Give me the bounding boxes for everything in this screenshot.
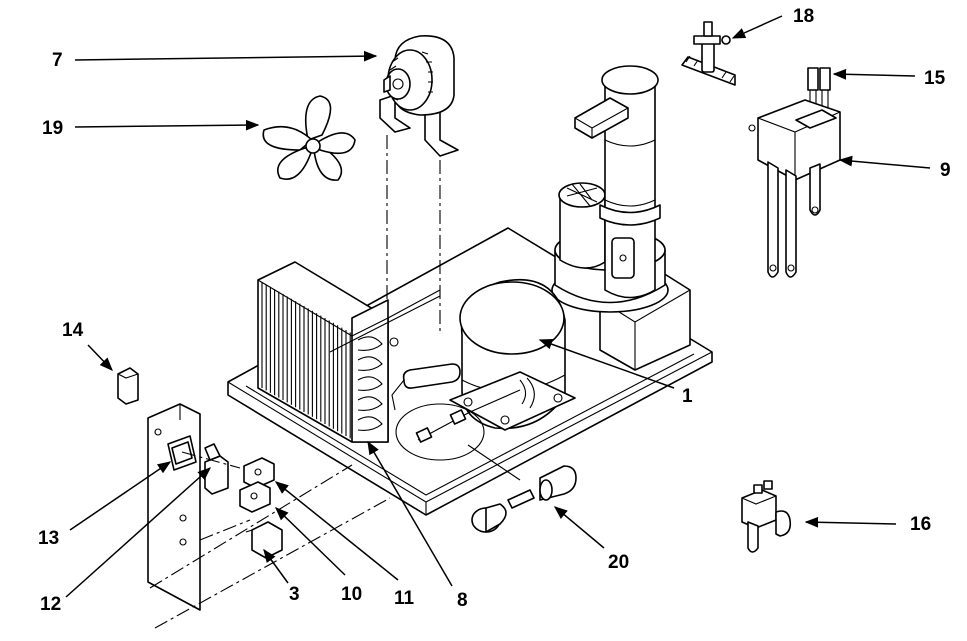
overload-protector [117, 367, 139, 405]
rocker-switch [167, 435, 197, 471]
condenser-bracket [329, 289, 441, 353]
control-relay [204, 443, 229, 495]
leader-lines [65, 15, 931, 598]
service-fittings [471, 465, 577, 533]
level-sensor [748, 99, 841, 278]
callout-16: 16 [910, 514, 931, 535]
capacitor-3 [245, 521, 283, 559]
callout-13: 13 [38, 528, 59, 549]
callout-7: 7 [52, 50, 63, 71]
switch-10 [239, 481, 271, 513]
condenser [257, 261, 399, 443]
callout-15: 15 [924, 68, 946, 89]
callout-9: 9 [940, 160, 951, 181]
callout-19: 19 [42, 118, 63, 139]
pump-motor-assembly [551, 65, 691, 371]
tee-fitting [681, 21, 736, 86]
electrical-panel [147, 403, 201, 611]
callout-8: 8 [457, 590, 468, 611]
callout-18: 18 [793, 6, 814, 27]
switch-11 [243, 457, 275, 489]
fan-blade [262, 95, 356, 181]
filter-drier [391, 363, 461, 411]
callout-11: 11 [394, 588, 415, 609]
callout-labels: 7 19 18 15 9 1 14 13 12 3 10 11 8 20 16 [38, 6, 951, 615]
callout-1: 1 [682, 386, 693, 407]
compressor [449, 278, 576, 431]
callout-14: 14 [62, 320, 84, 341]
callout-10: 10 [341, 584, 362, 605]
connection-detail [395, 389, 521, 481]
callout-12: 12 [40, 594, 61, 615]
callout-20: 20 [608, 552, 629, 573]
fan-motor [379, 35, 459, 157]
callout-3: 3 [289, 584, 300, 605]
solenoid-valve [741, 480, 792, 553]
